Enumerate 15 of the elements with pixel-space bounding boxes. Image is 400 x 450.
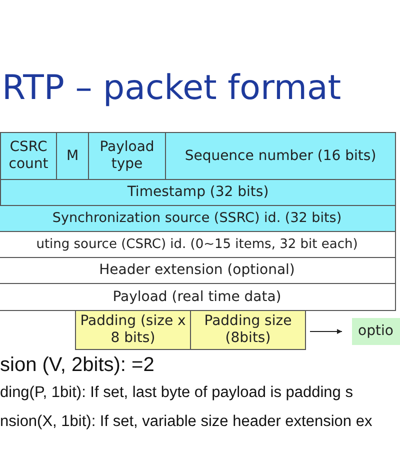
table-row: Synchronization source (SSRC) id. (32 bits)	[0, 205, 396, 232]
table-cell: Padding size (8bits)	[190, 310, 306, 350]
table-cell: Payload type	[88, 132, 166, 180]
table-cell: Sequence number (16 bits)	[165, 132, 396, 180]
table-cell: M	[56, 132, 89, 180]
table-cell: Padding (size x 8 bits)	[75, 310, 191, 350]
option-box: optio	[352, 318, 400, 345]
padding-note: ding(P, 1bit): If set, last byte of payload is padding s	[0, 384, 353, 402]
arrow	[310, 329, 342, 334]
slide-title: RTP – packet format	[2, 68, 342, 108]
extension-note: nsion(X, 1bit): If set, variable size header extension ex	[0, 413, 372, 431]
table-row: Payload (real time data)	[0, 283, 396, 311]
version-note: sion (V, 2bits): =2	[0, 354, 154, 377]
table-cell: CSRC count	[0, 132, 57, 180]
table-row: Timestamp (32 bits)	[0, 179, 396, 206]
